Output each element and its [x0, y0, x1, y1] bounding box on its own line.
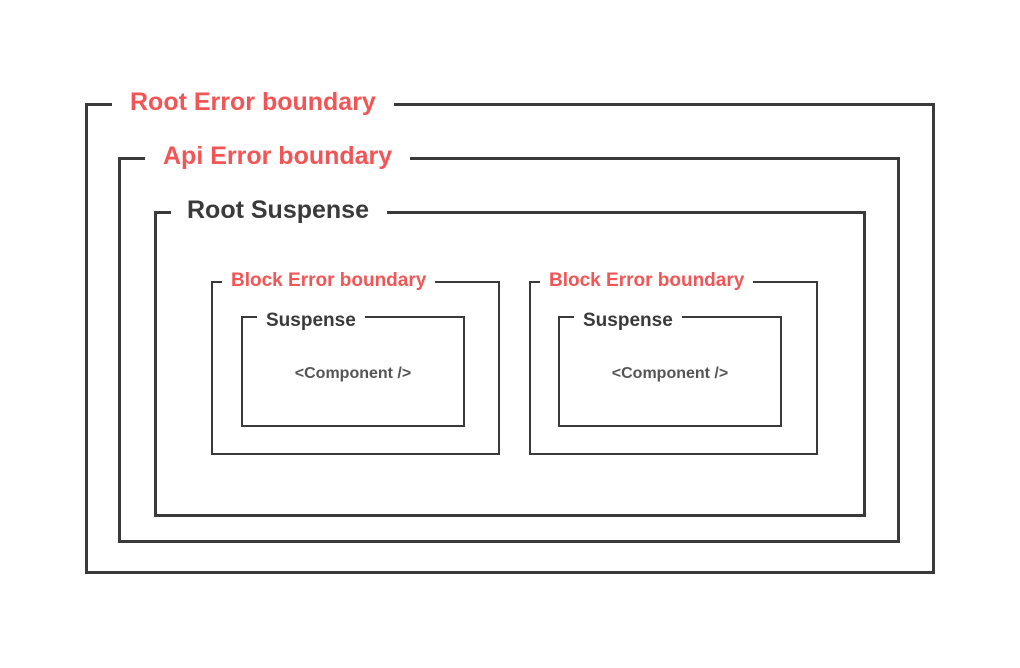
suspense-label: Suspense	[574, 311, 682, 330]
root-error-boundary-box	[85, 103, 935, 574]
block-error-boundary-label: Block Error boundary	[222, 271, 436, 290]
suspense-label: Suspense	[257, 311, 365, 330]
root-suspense-box	[154, 211, 866, 517]
api-error-boundary-box	[118, 157, 900, 543]
component-label: <Component />	[611, 365, 729, 382]
api-error-boundary-label: Api Error boundary	[145, 144, 411, 169]
component-label: <Component />	[294, 365, 412, 382]
block-error-boundary-label: Block Error boundary	[540, 271, 754, 290]
suspense-box: <Component />	[558, 316, 782, 427]
root-suspense-label: Root Suspense	[171, 198, 387, 223]
root-error-boundary-label: Root Error boundary	[112, 90, 394, 115]
suspense-box: <Component />	[241, 316, 465, 427]
